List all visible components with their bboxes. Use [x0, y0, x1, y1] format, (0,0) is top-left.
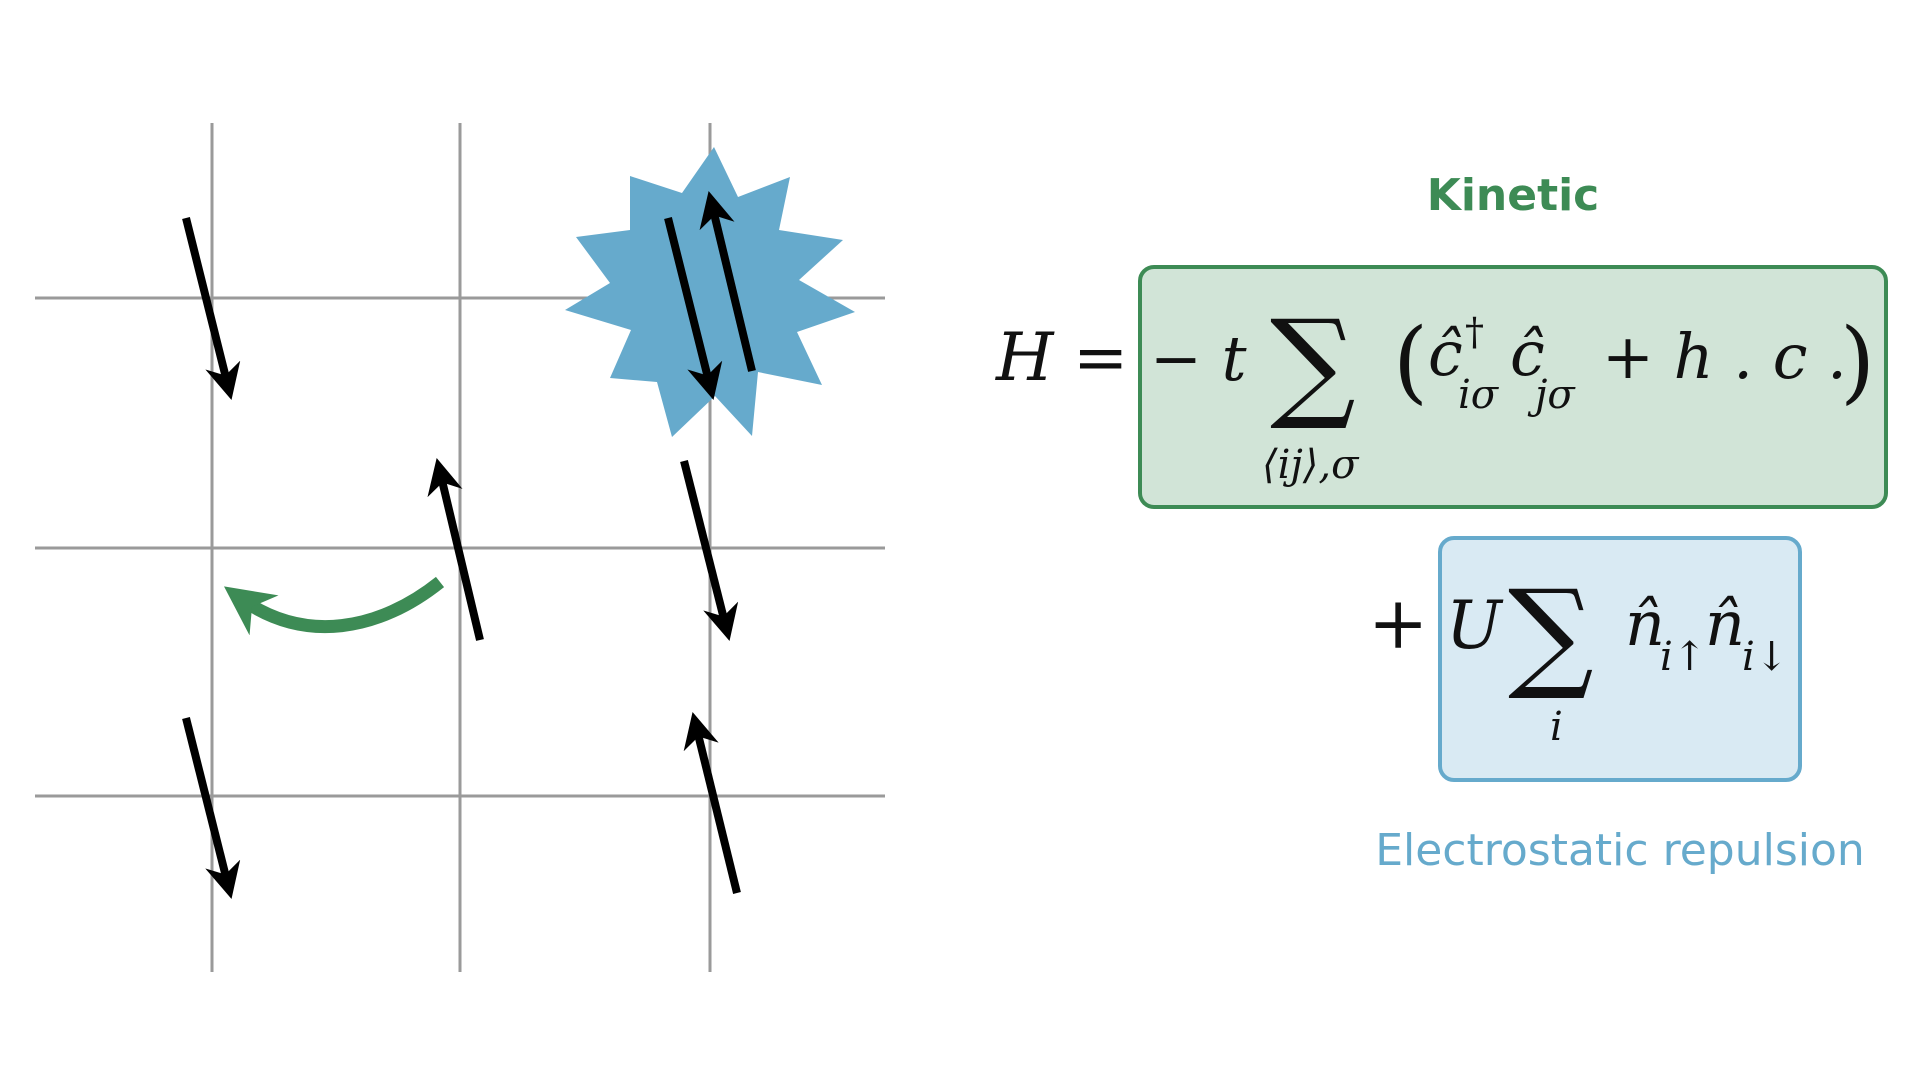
- hamiltonian-symbol: H: [995, 319, 1055, 396]
- c-operator: ĉ: [1428, 317, 1463, 390]
- sum-symbol: ∑: [1508, 565, 1594, 704]
- starburst-icon: [565, 147, 855, 437]
- spin-down-icon: [182, 217, 241, 400]
- sum-symbol: ∑: [1270, 295, 1356, 434]
- dagger: †: [1465, 310, 1484, 354]
- n-operator: n̂: [1705, 587, 1745, 660]
- u-symbol: U: [1446, 587, 1504, 664]
- subscript-i-sigma: iσ: [1458, 372, 1500, 418]
- spin-down-icon: [664, 217, 723, 400]
- repulsion-label: Electrostatic repulsion: [1375, 825, 1865, 876]
- kinetic-label: Kinetic: [1427, 170, 1600, 221]
- hopping-arrow-icon: [223, 576, 445, 636]
- kinetic-box: [1138, 265, 1888, 509]
- spin-down-icon: [182, 717, 241, 899]
- n-operator: n̂: [1625, 587, 1665, 660]
- spin-up-icon: [427, 457, 484, 641]
- equals-sign: =: [1073, 319, 1128, 396]
- sum-subscript: ⟨ij⟩,σ: [1262, 442, 1360, 488]
- right-paren: ): [1840, 309, 1875, 414]
- plus-hc: + h . c .: [1602, 320, 1847, 393]
- subscript-j-sigma: jσ: [1527, 372, 1576, 418]
- hamiltonian-kinetic-term: H = − t ∑ ⟨ij⟩,σ ( ĉ † iσ ĉ jσ + h . c .…: [995, 295, 1875, 488]
- repulsion-box: [1438, 536, 1802, 782]
- c-operator: ĉ: [1510, 317, 1545, 390]
- spin-down-icon: [680, 460, 739, 641]
- minus-t: − t: [1150, 322, 1247, 395]
- spins: [182, 191, 756, 899]
- subscript-i-down: i↓: [1742, 634, 1788, 680]
- hamiltonian-repulsion-term: + U ∑ i n̂ i↑ n̂ i↓: [1368, 565, 1788, 750]
- left-paren: (: [1393, 309, 1428, 414]
- sum-subscript-i: i: [1550, 704, 1563, 750]
- subscript-i-up: i↑: [1660, 634, 1706, 680]
- spin-up-icon: [683, 712, 741, 894]
- spin-up-icon: [699, 191, 756, 372]
- plus-sign: +: [1368, 581, 1428, 665]
